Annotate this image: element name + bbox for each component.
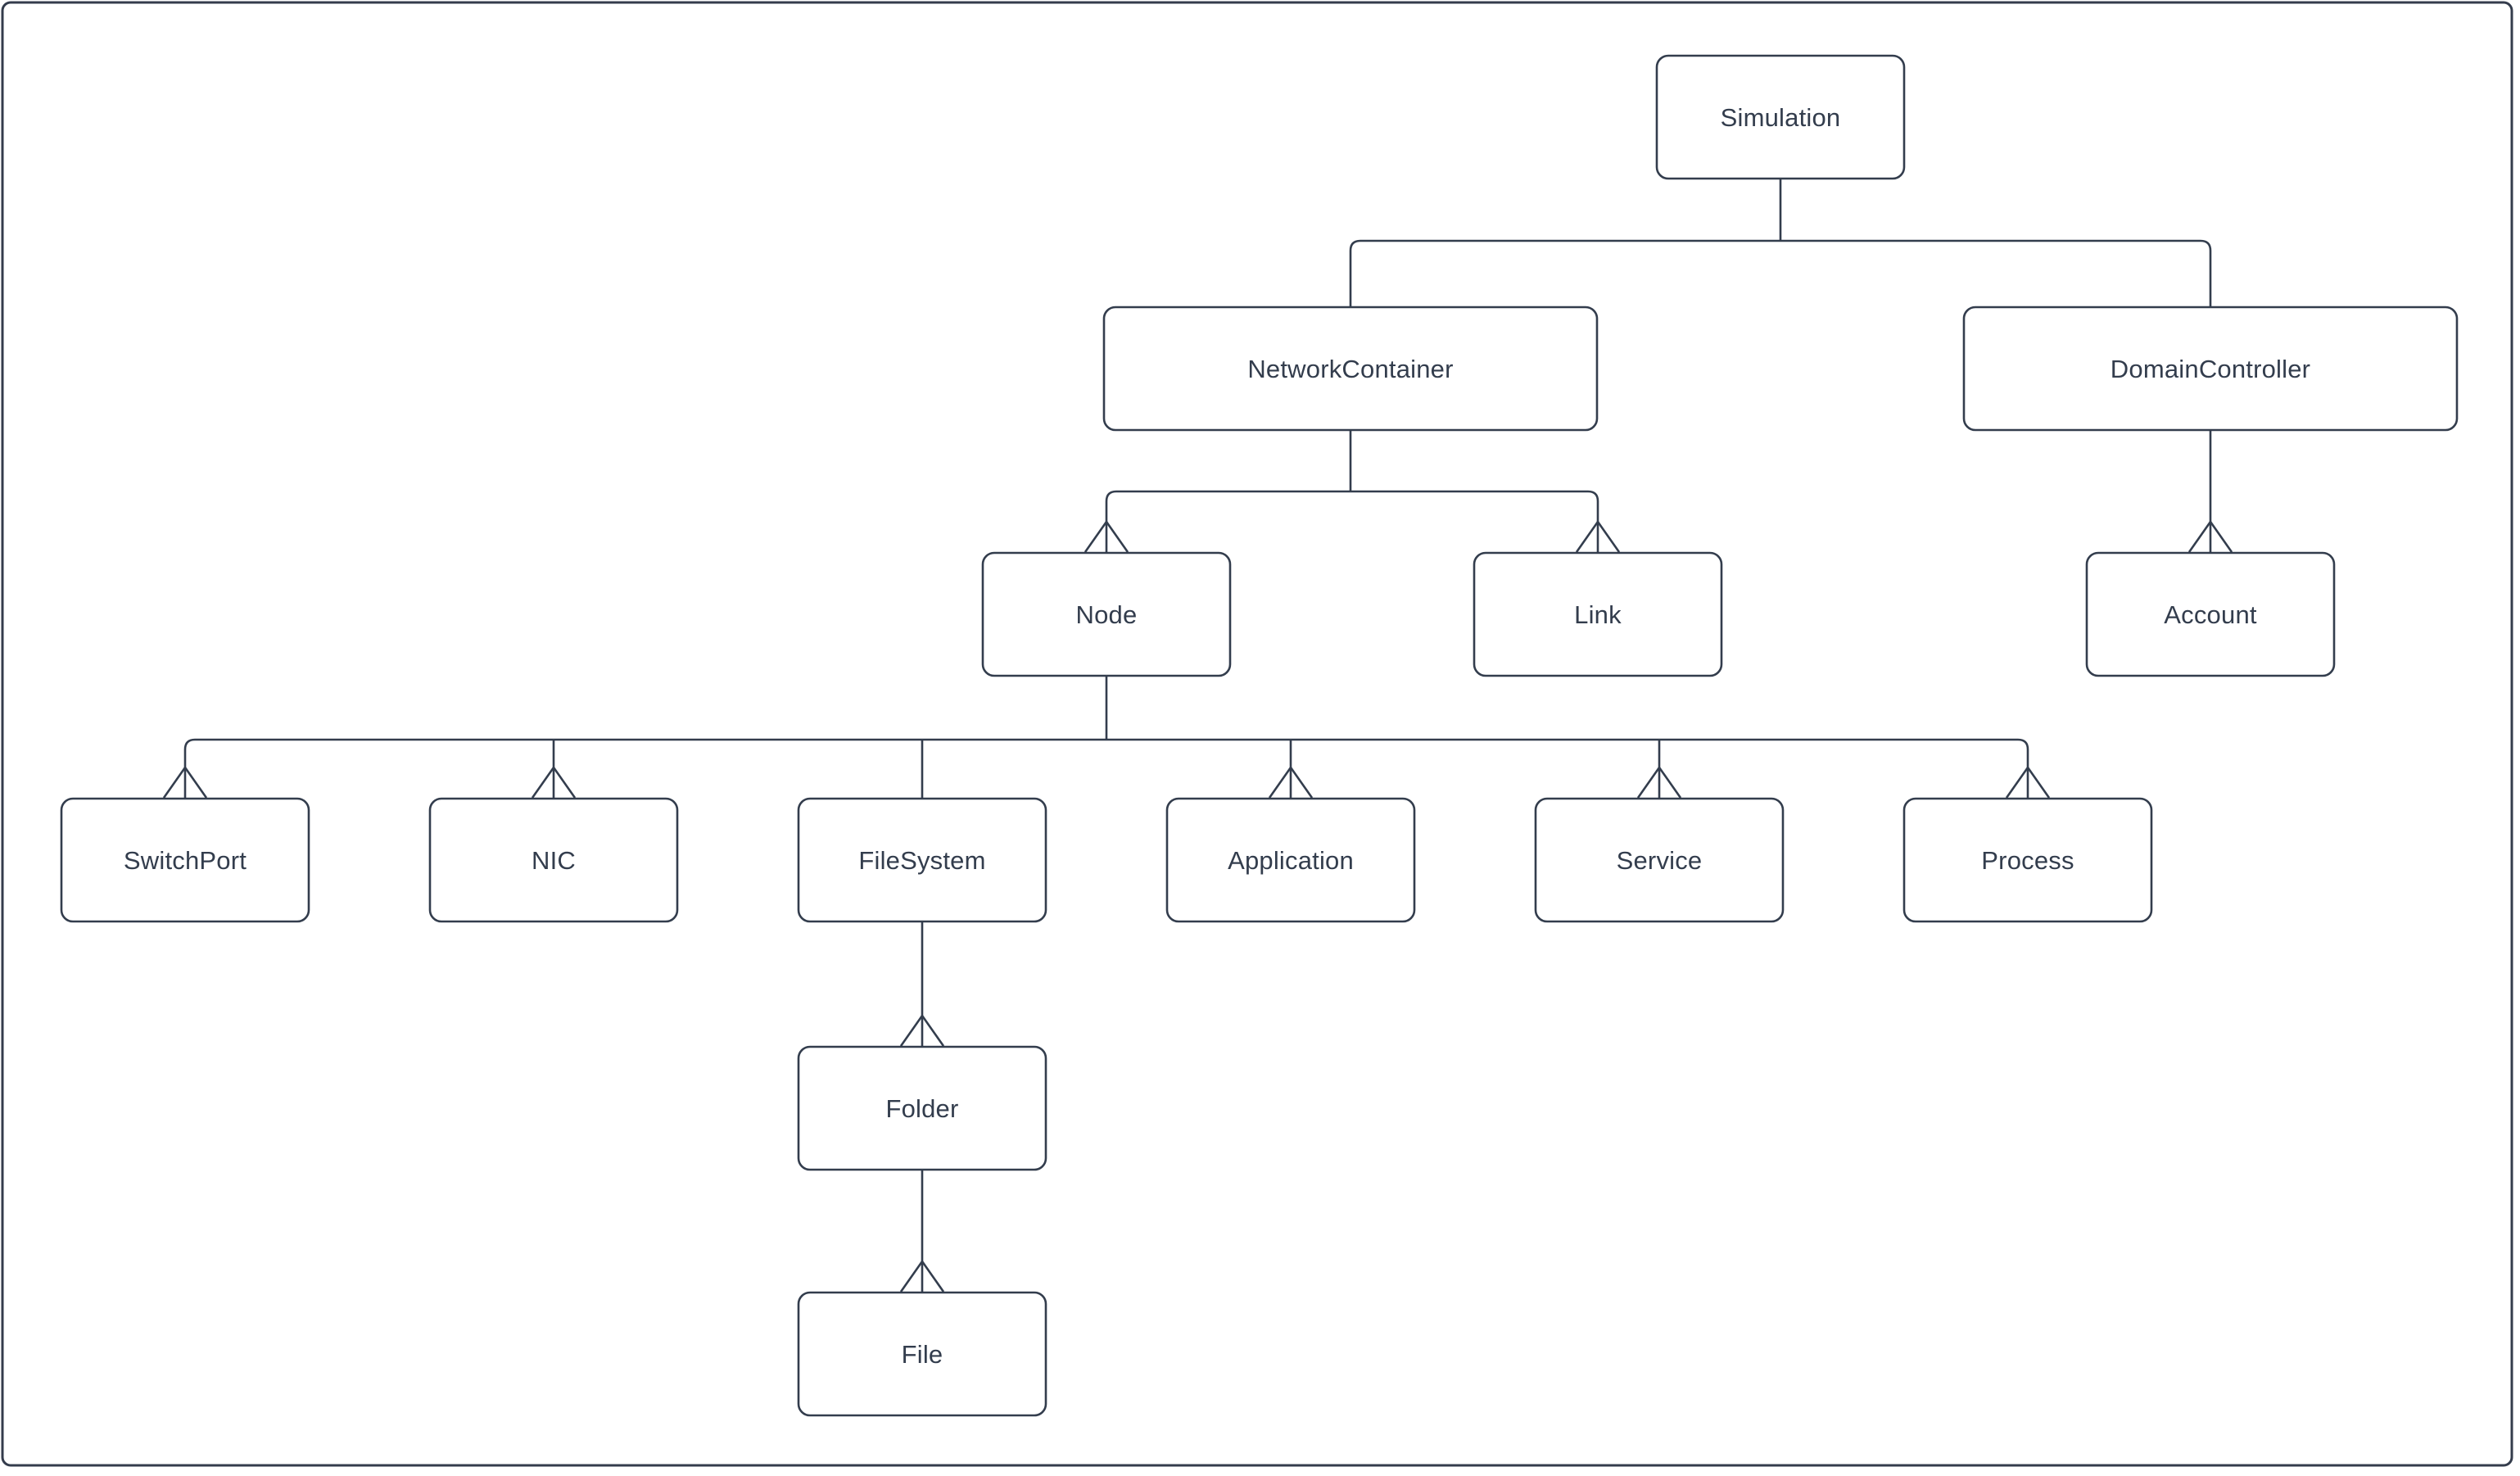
edge-networkcontainer-to-node xyxy=(1105,490,1350,522)
node-box-switchport[interactable] xyxy=(60,797,310,923)
node-file[interactable]: File xyxy=(797,1291,1047,1417)
node-box-file[interactable] xyxy=(797,1291,1047,1417)
node-application[interactable]: Application xyxy=(1165,797,1416,923)
node-layer: Simulation NetworkContainer DomainContro… xyxy=(60,54,2459,1417)
edge-simulation-to-networkcontainer xyxy=(1349,239,1780,307)
node-box-filesystem[interactable] xyxy=(797,797,1047,923)
node-box-process[interactable] xyxy=(1902,797,2153,923)
edge-node-bus-horizontal-right xyxy=(1106,738,2029,767)
node-label-node: Node xyxy=(1076,600,1138,629)
arrow-node-to-switchport xyxy=(162,765,208,799)
node-simulation[interactable]: Simulation xyxy=(1655,54,1906,180)
node-box-domaincontroller[interactable] xyxy=(1962,306,2459,432)
node-box-link[interactable] xyxy=(1473,551,1723,677)
arrow-node-to-process xyxy=(2005,765,2051,799)
arrow-domaincontroller-to-account xyxy=(2187,519,2233,553)
node-box-service[interactable] xyxy=(1534,797,1785,923)
node-node[interactable]: Node xyxy=(981,551,1232,677)
edge-simulation-to-domaincontroller xyxy=(1780,239,2212,307)
node-box-networkcontainer[interactable] xyxy=(1102,306,1599,432)
node-label-filesystem: FileSystem xyxy=(858,846,985,875)
edge-layer xyxy=(162,179,2233,1293)
node-label-networkcontainer: NetworkContainer xyxy=(1247,355,1453,383)
node-box-node[interactable] xyxy=(981,551,1232,677)
node-box-application[interactable] xyxy=(1165,797,1416,923)
node-filesystem[interactable]: FileSystem xyxy=(797,797,1047,923)
node-label-process: Process xyxy=(1981,846,2074,875)
node-label-domaincontroller: DomainController xyxy=(2111,355,2310,383)
arrow-networkcontainer-to-node xyxy=(1084,519,1129,553)
node-process[interactable]: Process xyxy=(1902,797,2153,923)
node-label-file: File xyxy=(902,1340,943,1369)
node-domaincontroller[interactable]: DomainController xyxy=(1962,306,2459,432)
arrow-node-to-service xyxy=(1636,765,1682,799)
node-label-simulation: Simulation xyxy=(1721,103,1841,132)
node-label-service: Service xyxy=(1617,846,1703,875)
node-account[interactable]: Account xyxy=(2085,551,2336,677)
arrow-node-to-application xyxy=(1268,765,1314,799)
node-nic[interactable]: NIC xyxy=(428,797,679,923)
arrow-filesystem-to-folder xyxy=(899,1013,945,1047)
node-label-link: Link xyxy=(1574,600,1622,629)
node-box-folder[interactable] xyxy=(797,1045,1047,1171)
node-switchport[interactable]: SwitchPort xyxy=(60,797,310,923)
node-box-account[interactable] xyxy=(2085,551,2336,677)
node-label-application: Application xyxy=(1228,846,1354,875)
node-service[interactable]: Service xyxy=(1534,797,1785,923)
node-label-switchport: SwitchPort xyxy=(124,846,247,875)
node-folder[interactable]: Folder xyxy=(797,1045,1047,1171)
edge-networkcontainer-to-link xyxy=(1350,490,1599,522)
node-networkcontainer[interactable]: NetworkContainer xyxy=(1102,306,1599,432)
arrow-folder-to-file xyxy=(899,1259,945,1293)
node-box-simulation[interactable] xyxy=(1655,54,1906,180)
node-label-nic: NIC xyxy=(532,846,576,875)
node-box-nic[interactable] xyxy=(428,797,679,923)
node-link[interactable]: Link xyxy=(1473,551,1723,677)
edge-node-bus-horizontal-left xyxy=(183,738,1106,767)
node-label-account: Account xyxy=(2164,600,2257,629)
arrow-networkcontainer-to-link xyxy=(1575,519,1621,553)
node-label-folder: Folder xyxy=(885,1094,958,1123)
arrow-node-to-nic xyxy=(531,765,577,799)
